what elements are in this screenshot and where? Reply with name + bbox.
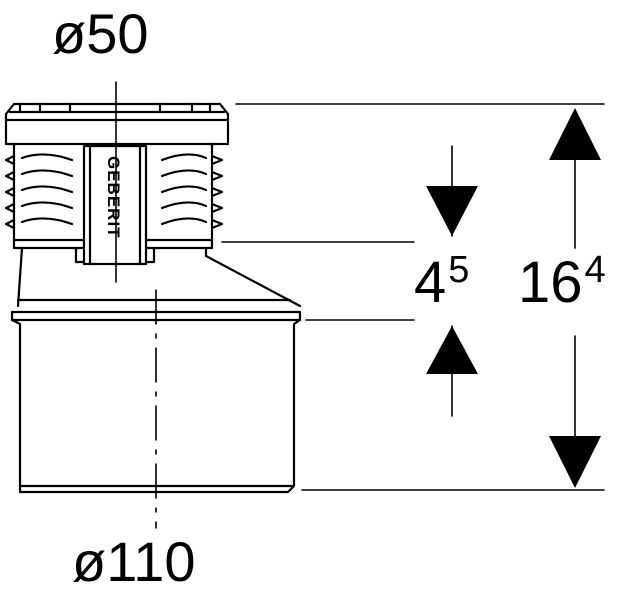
middle-dimension-main: 4 bbox=[414, 250, 447, 315]
arrow-mid-down bbox=[426, 186, 478, 236]
middle-dimension-label: 45 bbox=[414, 251, 469, 312]
middle-dimension-sup: 5 bbox=[448, 249, 470, 291]
right-lip-curves bbox=[160, 153, 208, 226]
bottom-diameter-label: ø110 bbox=[72, 530, 196, 593]
top-cap-outline bbox=[4, 102, 230, 146]
arrow-total-down bbox=[549, 436, 601, 488]
top-diameter-label: ø50 bbox=[52, 2, 149, 65]
left-lip-curves bbox=[20, 153, 74, 226]
right-ribs bbox=[210, 154, 224, 230]
total-height-main: 16 bbox=[518, 250, 583, 315]
arrow-total-up bbox=[549, 108, 601, 160]
transition-cone bbox=[16, 246, 302, 308]
left-ribs bbox=[4, 154, 16, 230]
brand-logo: GEBERIT bbox=[104, 156, 123, 239]
large-pipe-outline bbox=[10, 310, 302, 494]
arrow-mid-up bbox=[426, 326, 478, 374]
label-plate bbox=[82, 144, 148, 266]
total-height-label: 164 bbox=[518, 251, 606, 312]
total-height-sup: 4 bbox=[584, 249, 606, 291]
